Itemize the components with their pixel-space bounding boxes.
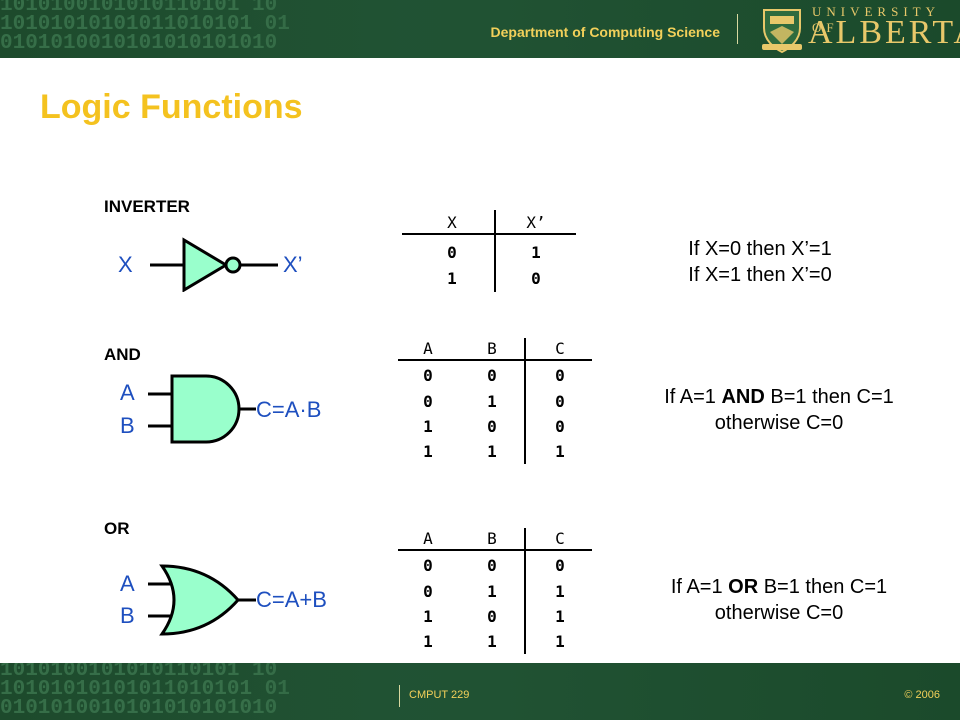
and-table-cell: 1 — [423, 417, 433, 436]
and-truth-table: A B C 0 0 0 0 1 0 1 0 0 1 1 1 — [398, 338, 592, 464]
and-table-cell: 0 — [555, 392, 565, 411]
university-name: ALBERTA — [808, 14, 960, 51]
page-title: Logic Functions — [40, 88, 303, 126]
inverter-table-header: X’ — [526, 213, 545, 232]
and-table-cell: 0 — [423, 366, 433, 385]
course-code: CMPUT 229 — [409, 689, 470, 701]
and-table-cell: 0 — [487, 366, 497, 385]
or-table-cell: 1 — [555, 582, 565, 601]
university-label-top: UNIVERSITY OF — [812, 4, 940, 35]
inverter-table-cell: 0 — [531, 269, 541, 288]
and-table-cell: 1 — [487, 442, 497, 461]
inverter-output-label: X’ — [283, 252, 303, 277]
or-table-cell: 1 — [423, 632, 433, 651]
and-table-cell: 0 — [487, 417, 497, 436]
or-table-cell: 1 — [555, 607, 565, 626]
and-table-header: C — [555, 339, 565, 358]
or-input-a-label: A — [120, 571, 135, 596]
inverter-truth-table: X X’ 0 1 1 0 — [402, 210, 576, 292]
or-gate-symbol — [148, 564, 256, 636]
or-description: If A=1 OR B=1 then C=1 otherwise C=0 — [614, 574, 944, 626]
or-table-cell: 1 — [423, 607, 433, 626]
or-table-cell: 0 — [487, 556, 497, 575]
inverter-heading: INVERTER — [104, 197, 190, 216]
or-keyword: OR — [728, 576, 759, 598]
and-input-b-label: B — [120, 413, 135, 438]
and-table-cell: 0 — [423, 392, 433, 411]
or-table-header: C — [555, 529, 565, 548]
and-table-cell: 1 — [487, 392, 497, 411]
or-table-cell: 0 — [423, 582, 433, 601]
inverter-table-cell: 1 — [447, 269, 457, 288]
or-table-cell: 1 — [487, 632, 497, 651]
footer-band: 1010100101010110101 10 10101010101011010… — [0, 663, 960, 720]
inverter-table-header: X — [447, 213, 457, 232]
and-heading: AND — [104, 345, 141, 364]
and-keyword: AND — [721, 386, 765, 408]
binary-pattern: 1010100101010110101 10 10101010101011010… — [0, 663, 290, 720]
and-table-header: A — [423, 339, 433, 358]
and-gate-symbol — [148, 374, 256, 444]
binary-pattern: 1010100101010110101 10 10101010101011010… — [0, 0, 290, 55]
inverter-gate-symbol — [150, 237, 278, 292]
and-table-header: B — [487, 339, 497, 358]
inverter-table-cell: 0 — [447, 243, 457, 262]
inverter-desc-line: If X=1 then X’=0 — [688, 264, 832, 286]
or-table-cell: 1 — [555, 632, 565, 651]
university-crest-icon — [762, 9, 802, 54]
header-band: 1010100101010110101 10 10101010101011010… — [0, 0, 960, 58]
or-table-header: A — [423, 529, 433, 548]
and-output-label: C=A·B — [256, 397, 322, 422]
inverter-table-cell: 1 — [531, 243, 541, 262]
and-desc-line: If A=1 AND B=1 then C=1 — [664, 386, 894, 408]
inverter-description: If X=0 then X’=1 If X=1 then X’=0 — [640, 236, 880, 288]
or-desc-line: otherwise C=0 — [714, 602, 844, 624]
or-table-cell: 0 — [423, 556, 433, 575]
or-input-b-label: B — [120, 603, 135, 628]
or-heading: OR — [104, 519, 130, 538]
or-output-label: C=A+B — [256, 587, 327, 612]
department-name: Department of Computing Science — [490, 24, 720, 40]
and-desc-line: otherwise C=0 — [714, 412, 844, 434]
or-table-cell: 0 — [555, 556, 565, 575]
and-description: If A=1 AND B=1 then C=1 otherwise C=0 — [614, 384, 944, 436]
inverter-desc-line: If X=0 then X’=1 — [688, 238, 832, 260]
and-input-a-label: A — [120, 380, 135, 405]
and-table-cell: 1 — [423, 442, 433, 461]
or-truth-table: A B C 0 0 0 0 1 1 1 0 1 1 1 1 — [398, 528, 592, 654]
or-table-header: B — [487, 529, 497, 548]
and-table-cell: 1 — [555, 442, 565, 461]
or-table-cell: 1 — [487, 582, 497, 601]
or-table-cell: 0 — [487, 607, 497, 626]
and-table-cell: 0 — [555, 366, 565, 385]
or-desc-line: If A=1 OR B=1 then C=1 — [670, 576, 888, 598]
and-table-cell: 0 — [555, 417, 565, 436]
inverter-input-label: X — [118, 252, 133, 277]
copyright: © 2006 — [904, 689, 940, 701]
